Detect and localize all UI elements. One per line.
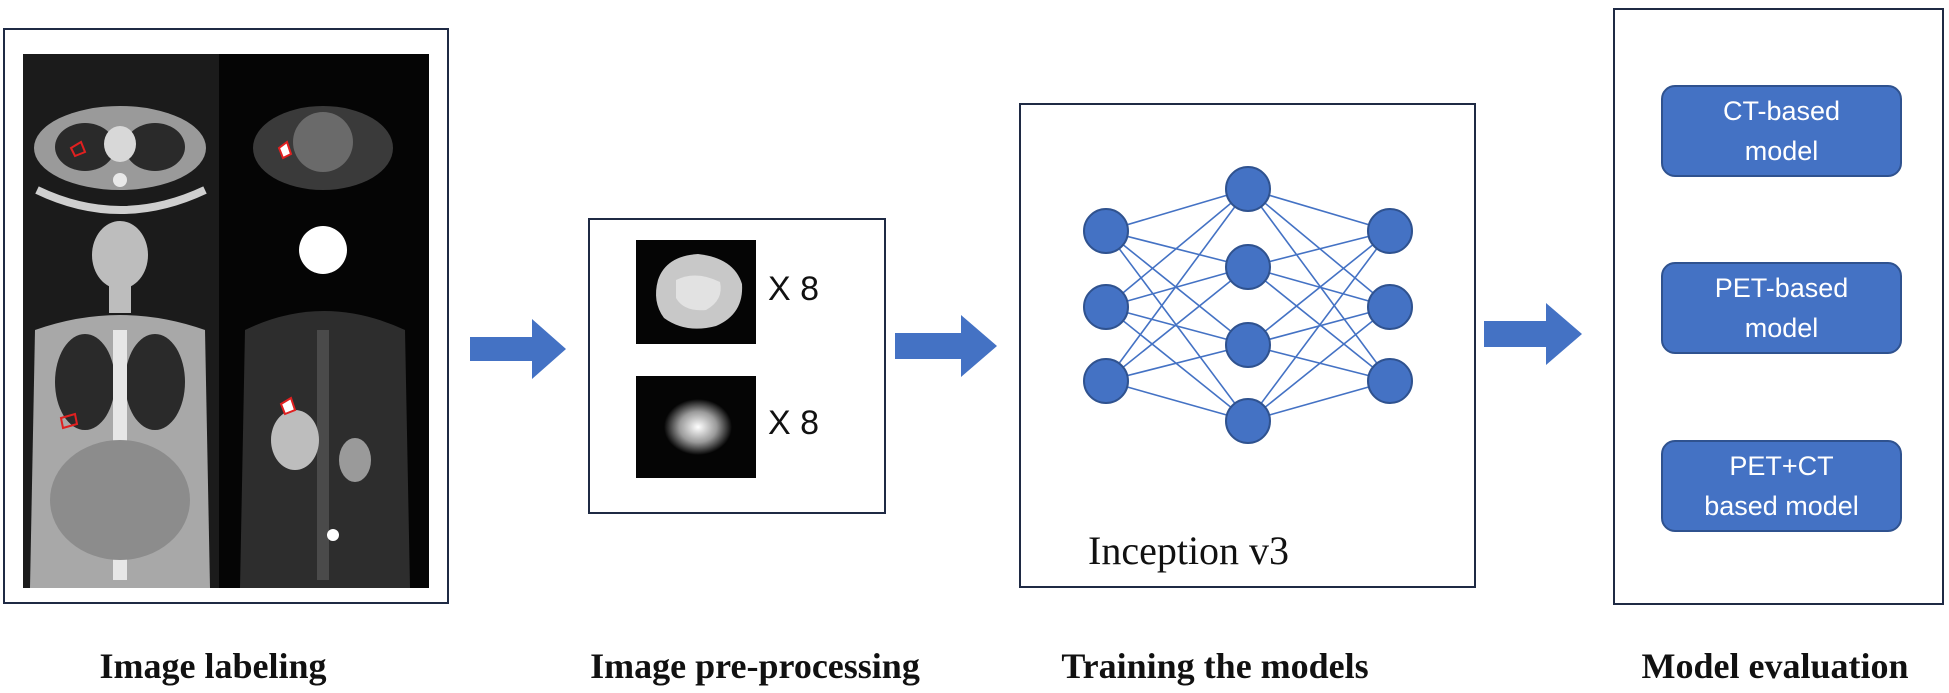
network-title: Inception v3 (1088, 528, 1290, 573)
network-node-layer-3 (1367, 358, 1413, 404)
pet-ct-based-model-box: PET+CT based model (1661, 440, 1902, 532)
model-label-line1: PET-based (1714, 273, 1849, 303)
network-node-layer-1 (1083, 208, 1129, 254)
network-connection (1247, 188, 1391, 232)
ct-based-model-box: CT-based model (1661, 85, 1902, 177)
model-label-line2: model (1744, 136, 1819, 166)
arrow-right-icon (1484, 303, 1582, 365)
network-connection (1247, 266, 1391, 382)
network-connection (1105, 188, 1249, 232)
image-preprocessing-panel: X 8 X 8 (588, 218, 886, 514)
network-node-layer-3 (1367, 284, 1413, 330)
ct-pet-scan-images (23, 54, 429, 588)
stage-label-training: Training the models (1061, 646, 1369, 686)
stage-label-image-preprocessing: Image pre-processing (590, 646, 920, 686)
patch-multiplier-top: X 8 (768, 270, 820, 308)
stage-label-model-evaluation: Model evaluation (1641, 646, 1909, 686)
lesion-outline-pet-coronal (279, 396, 297, 416)
network-node-layer-1 (1083, 358, 1129, 404)
network-node-layer-2 (1225, 322, 1271, 368)
network-node-layer-1 (1083, 284, 1129, 330)
network-connection (1105, 306, 1249, 422)
network-connection (1105, 188, 1249, 382)
network-connection (1247, 230, 1391, 268)
ct-patch-image (636, 240, 756, 344)
model-label-line1: PET+CT (1729, 451, 1834, 481)
network-node-layer-2 (1225, 244, 1271, 290)
image-labeling-panel (3, 28, 449, 604)
network-connection (1105, 306, 1249, 346)
network-connection (1105, 266, 1249, 308)
lesion-outline-pet-axial (277, 140, 293, 160)
network-connection (1247, 306, 1391, 422)
arrow-right-icon (895, 315, 997, 377)
network-connection (1105, 344, 1249, 382)
lesion-outline-ct-axial (69, 140, 87, 158)
patch-multiplier-bottom: X 8 (768, 404, 820, 442)
network-connection (1105, 230, 1249, 346)
neural-network-diagram (1083, 166, 1413, 444)
network-connection (1247, 380, 1391, 422)
model-label-line2: model (1744, 313, 1819, 343)
pet-patch-image (636, 376, 756, 478)
pet-based-model-box: PET-based model (1661, 262, 1902, 354)
training-panel: Inception v3 (1019, 103, 1476, 588)
stage-label-image-labeling: Image labeling (99, 646, 327, 686)
model-label-line2: based model (1704, 491, 1859, 521)
network-node-layer-2 (1225, 166, 1271, 212)
network-node-layer-2 (1225, 398, 1271, 444)
lesion-outline-ct-coronal (59, 412, 79, 430)
model-label-line1: CT-based (1722, 96, 1841, 126)
network-connection (1247, 188, 1391, 308)
network-connection (1247, 188, 1391, 382)
network-connection (1105, 266, 1249, 382)
network-connection (1247, 230, 1391, 422)
network-connection (1247, 230, 1391, 346)
arrow-right-icon (470, 319, 566, 379)
network-connection (1105, 188, 1249, 308)
network-node-layer-3 (1367, 208, 1413, 254)
network-connection (1105, 380, 1249, 422)
